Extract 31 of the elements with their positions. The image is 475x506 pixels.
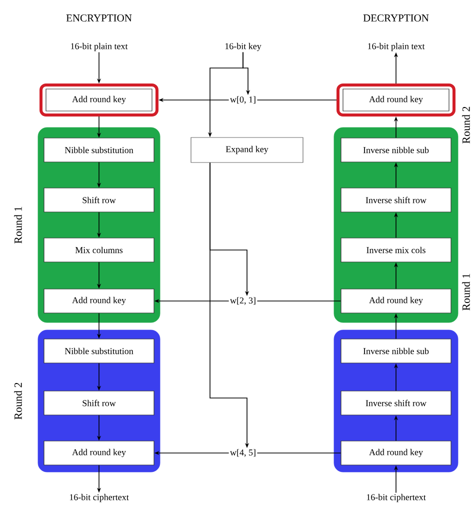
io-label: 16-bit key [225,42,262,52]
step-box: Expand key [190,137,304,163]
step-box: Add round key [336,84,456,116]
io-label: w[2, 3] [230,297,256,305]
step-box: Nibble substitution [44,138,154,162]
step-box: Shift row [44,390,154,416]
column-heading: ENCRYPTION [66,14,132,22]
step-box: Add round key [44,288,154,314]
step-box: Inverse shift row [340,188,452,212]
column-heading: DECRYPTION [363,14,429,22]
io-label: w[0, 1] [230,96,256,104]
io-label: 16-bit plain text [71,42,128,52]
step-box: Inverse mix cols [340,238,452,262]
node-label: Round 1 [14,206,22,244]
step-box: Inverse nibble sub [340,138,452,162]
step-box: Add round key [340,440,452,466]
io-label: 16-bit ciphertext [366,494,426,502]
step-box: Add round key [340,288,452,314]
io-label: w[4, 5] [230,449,256,457]
step-box: Inverse nibble sub [340,338,452,364]
node-label: Round 2 [462,106,470,144]
step-box: Add round key [44,440,154,466]
node-label: Round 1 [462,274,470,310]
io-label: 16-bit ciphertext [70,494,129,502]
node-label: Round 2 [14,382,22,420]
step-box: Shift row [44,188,154,212]
step-box: Mix columns [44,238,154,262]
step-box: Inverse shift row [340,390,452,416]
step-box: Nibble substitution [44,338,154,364]
io-label: 16-bit plain text [368,42,425,52]
step-box: Add round key [40,84,158,116]
